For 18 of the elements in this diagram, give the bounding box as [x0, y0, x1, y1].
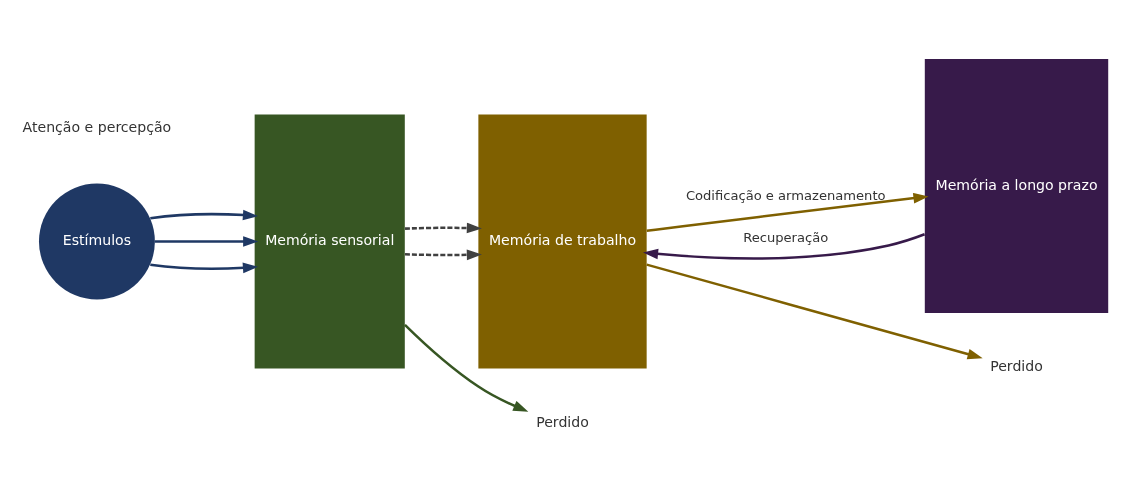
arrow — [150, 209, 259, 220]
arrow — [404, 323, 529, 412]
arrow — [404, 222, 482, 233]
arrow — [150, 262, 259, 273]
arrow — [642, 232, 926, 260]
node-text: Perdido — [536, 413, 589, 430]
label: Atenção e percepção — [22, 118, 172, 135]
arrow — [646, 262, 983, 359]
node-box: Memória sensorial — [254, 113, 405, 368]
node-text: Perdido — [990, 357, 1043, 374]
node-box: Memória a longo prazo — [924, 58, 1109, 313]
arrow — [646, 192, 929, 232]
edge-label: Recuperação — [743, 229, 829, 245]
node-circle: Estímulos — [39, 183, 155, 299]
arrow — [404, 249, 482, 260]
node-box: Memória de trabalho — [478, 113, 647, 368]
edge-label: Codificação e armazenamento — [685, 187, 886, 203]
arrow — [155, 235, 259, 247]
